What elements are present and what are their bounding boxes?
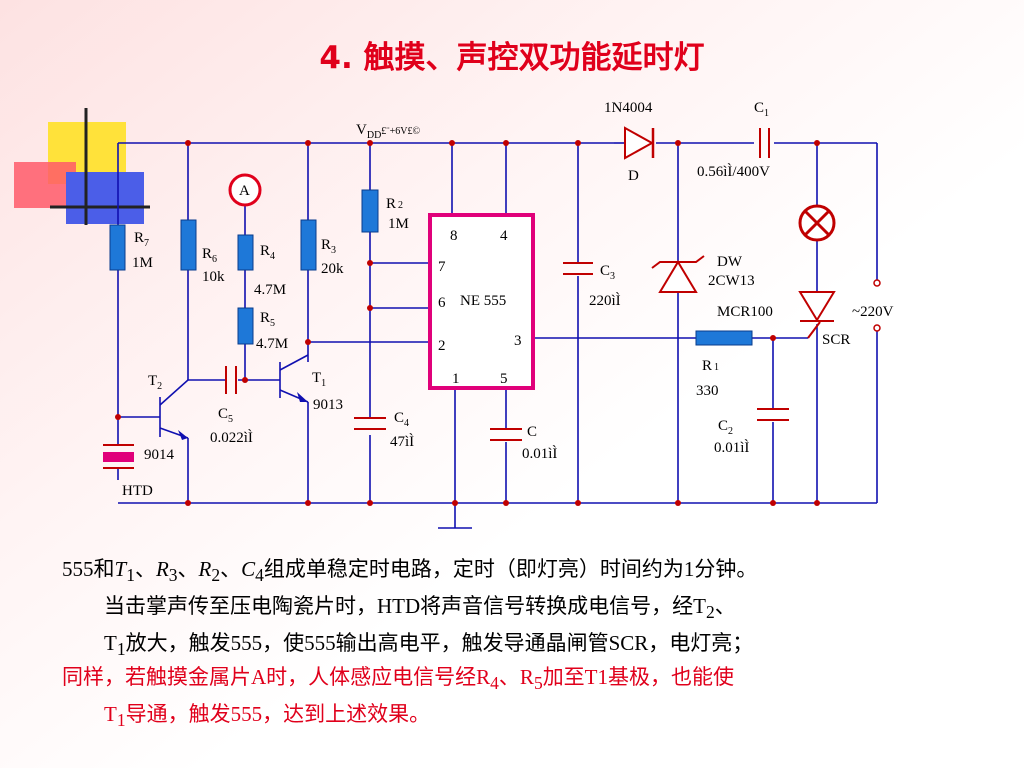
r4-label: R4 <box>260 243 275 262</box>
c5-value: 0.022ìÌ <box>210 429 253 446</box>
touch-plate-a <box>228 173 262 207</box>
circuit-diagram: A <box>103 100 894 529</box>
slide-title: 4. 触摸、声控双功能延时灯 <box>319 40 705 76</box>
capacitor-c1 <box>759 128 770 158</box>
dw-label: DW <box>717 254 743 270</box>
r5-label: R5 <box>260 310 275 329</box>
mains-terminal-top <box>873 279 881 287</box>
resistor-r3 <box>300 219 317 271</box>
ic-pin3: 3 <box>514 333 522 349</box>
piezo-htd <box>103 444 134 469</box>
ic-ne555 <box>428 213 535 390</box>
lamp <box>798 204 836 242</box>
t1-value: 9013 <box>313 397 343 413</box>
r6-label: R6 <box>202 246 217 265</box>
c1-value: 0.56ìÌ/400V <box>697 163 770 180</box>
mains-label: ~220V <box>852 304 894 320</box>
capacitor-c3 <box>563 262 593 275</box>
ic-pin5: 5 <box>500 371 508 387</box>
zener-dw <box>651 255 705 293</box>
description-line-4: 同样，若触摸金属片A时，人体感应电信号经R4、R5加至T1基极，也能使 <box>62 665 735 694</box>
resistor-r1 <box>695 330 753 346</box>
scr-label: SCR <box>822 332 850 348</box>
t2-label: T2 <box>148 373 162 392</box>
scr-thyristor <box>798 291 836 339</box>
r4-value: 4.7M <box>254 282 286 298</box>
description-paragraph-2: 同样，若触摸金属片A时，人体感应电信号经R4、R5加至T1基极，也能使 T1导通… <box>62 662 1002 736</box>
vdd-label: VDD£¨+6V£© <box>356 122 420 141</box>
c4-label: C4 <box>394 410 409 429</box>
r1-value: 330 <box>696 383 719 399</box>
c-value: 0.01ìÌ <box>522 445 557 462</box>
ic-pin6: 6 <box>438 295 446 311</box>
description-line-3: T1放大，触发555，使555输出高电平，触发导通晶闸管SCR，电灯亮； <box>104 631 754 660</box>
t1-emitter-arrow <box>297 392 308 402</box>
r2-value: 1M <box>388 216 409 232</box>
capacitor-c2 <box>757 408 789 421</box>
c2-value: 0.01ìÌ <box>714 439 749 456</box>
c5-label: C5 <box>218 406 233 425</box>
r7-label: R7 <box>134 230 149 249</box>
description-line-5: T1导通，触发555，达到上述效果。 <box>104 702 431 731</box>
capacitor-c <box>490 428 522 441</box>
c-label: C <box>527 424 537 440</box>
c3-value: 220ìÌ <box>589 292 621 309</box>
decorative-corner <box>14 108 150 225</box>
ic-pin7: 7 <box>438 259 446 275</box>
r6-value: 10k <box>202 269 225 285</box>
diode-name-label: D <box>628 168 639 184</box>
description-line-2: 当击掌声传至压电陶瓷片时，HTD将声音信号转换成电信号，经T2、 <box>104 594 736 623</box>
r5-value: 4.7M <box>256 336 288 352</box>
junction-dots <box>115 140 820 506</box>
ic-pin8: 8 <box>450 228 458 244</box>
c4-value: 47ìÌ <box>390 433 414 450</box>
r3-value: 20k <box>321 261 344 277</box>
c1-label: C1 <box>754 100 769 119</box>
resistor-r2 <box>361 189 379 233</box>
deco-blue-block <box>66 172 144 224</box>
t2-emitter-arrow <box>178 430 188 440</box>
capacitor-c4 <box>354 417 386 430</box>
c3-label: C3 <box>600 263 615 282</box>
ic-pin1: 1 <box>452 371 460 387</box>
diode-part-label: 1N4004 <box>604 100 653 116</box>
resistor-r6 <box>180 219 197 271</box>
touch-label: A <box>239 183 250 199</box>
scr-part-label: MCR100 <box>717 304 773 320</box>
dw-value: 2CW13 <box>708 273 755 289</box>
mains-terminal-bottom <box>873 324 881 332</box>
ic-pin2: 2 <box>438 338 446 354</box>
description-paragraph-1: 555和T1、R3、R2、C4组成单稳定时电路，定时（即灯亮）时间约为1分钟。 … <box>62 554 1002 666</box>
capacitor-c5 <box>225 366 237 394</box>
t2-value: 9014 <box>144 447 175 463</box>
r7-value: 1M <box>132 255 153 271</box>
description-line-1: 555和T1、R3、R2、C4组成单稳定时电路，定时（即灯亮）时间约为1分钟。 <box>62 557 758 586</box>
ic-name: NE 555 <box>460 293 506 309</box>
deco-red-block <box>14 162 76 208</box>
resistor-r5 <box>237 307 254 345</box>
c2-label: C2 <box>718 418 733 437</box>
r3-label: R3 <box>321 237 336 256</box>
diode-d <box>614 126 655 160</box>
ic-pin4: 4 <box>500 228 508 244</box>
resistor-r7 <box>109 224 126 271</box>
t1-label: T1 <box>312 370 326 389</box>
htd-label: HTD <box>122 483 153 499</box>
resistor-r4 <box>237 234 254 271</box>
